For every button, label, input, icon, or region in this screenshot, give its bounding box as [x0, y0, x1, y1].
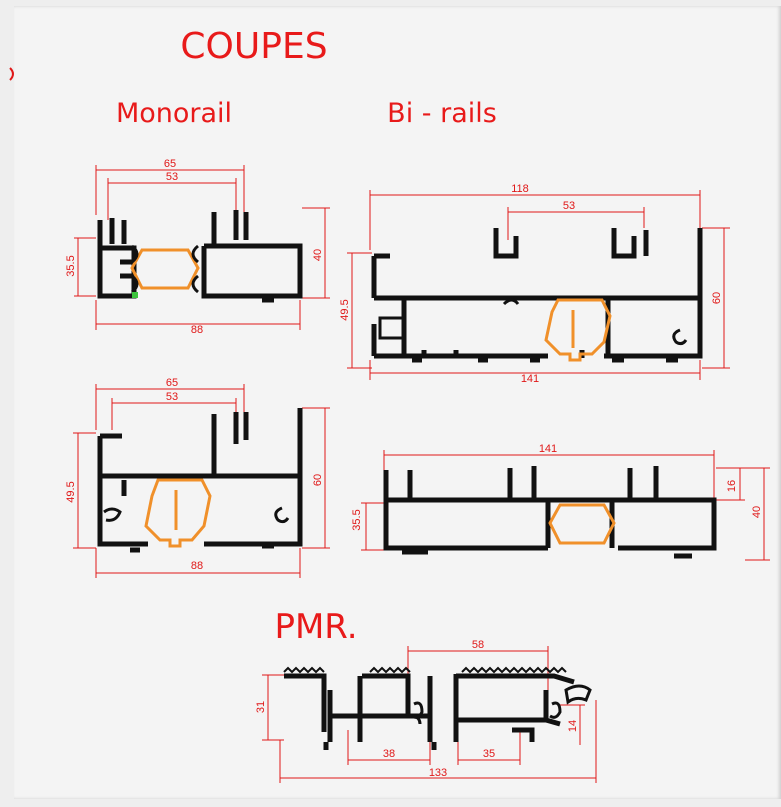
dim-label: 53 [166, 171, 178, 183]
gasket-shape [130, 248, 200, 290]
dim-label: 58 [472, 639, 484, 651]
dim-label: 141 [539, 443, 557, 455]
dim-label: 88 [191, 324, 203, 336]
monorail-title: Monorail [116, 98, 232, 129]
dim-label: 133 [429, 767, 447, 779]
main-title: COUPES [180, 26, 327, 67]
edge-mark [9, 67, 14, 81]
dim-label: 65 [166, 377, 178, 389]
birails-title: Bi - rails [387, 98, 497, 129]
dim-label: 35.5 [351, 509, 363, 530]
dim-label: 35.5 [65, 255, 77, 276]
dim-label: 141 [521, 373, 539, 385]
dim-label: 53 [166, 391, 178, 403]
dim-label: 88 [191, 560, 203, 572]
dim-label: 49.5 [65, 481, 77, 502]
dim-label: 40 [312, 249, 324, 261]
section-monorail-bottom: 65 53 88 49.5 60 [65, 377, 330, 578]
gasket-shape [548, 503, 616, 545]
section-monorail-top: 65 53 88 35.5 40 [65, 158, 330, 336]
dim-label: 53 [563, 200, 575, 212]
dim-label: 40 [751, 506, 763, 518]
dim-label: 14 [567, 720, 579, 732]
dim-label: 38 [383, 748, 395, 760]
dim-label: 35 [483, 748, 495, 760]
section-pmr: 58 31 38 35 14 133 [255, 639, 597, 783]
pmr-title: PMR. [274, 607, 357, 647]
section-birails-top: 118 53 141 49.5 60 [339, 183, 730, 385]
gasket-shape [144, 478, 212, 548]
dim-label: 60 [711, 292, 723, 304]
dim-label: 118 [511, 183, 529, 195]
dim-label: 49.5 [339, 299, 351, 320]
dim-label: 16 [726, 480, 738, 492]
section-birails-bottom: 141 35.5 16 40 [351, 443, 770, 561]
dim-label: 65 [164, 158, 176, 170]
dim-label: 31 [255, 701, 267, 713]
dim-label: 60 [312, 474, 324, 486]
gasket-shape [544, 298, 612, 362]
